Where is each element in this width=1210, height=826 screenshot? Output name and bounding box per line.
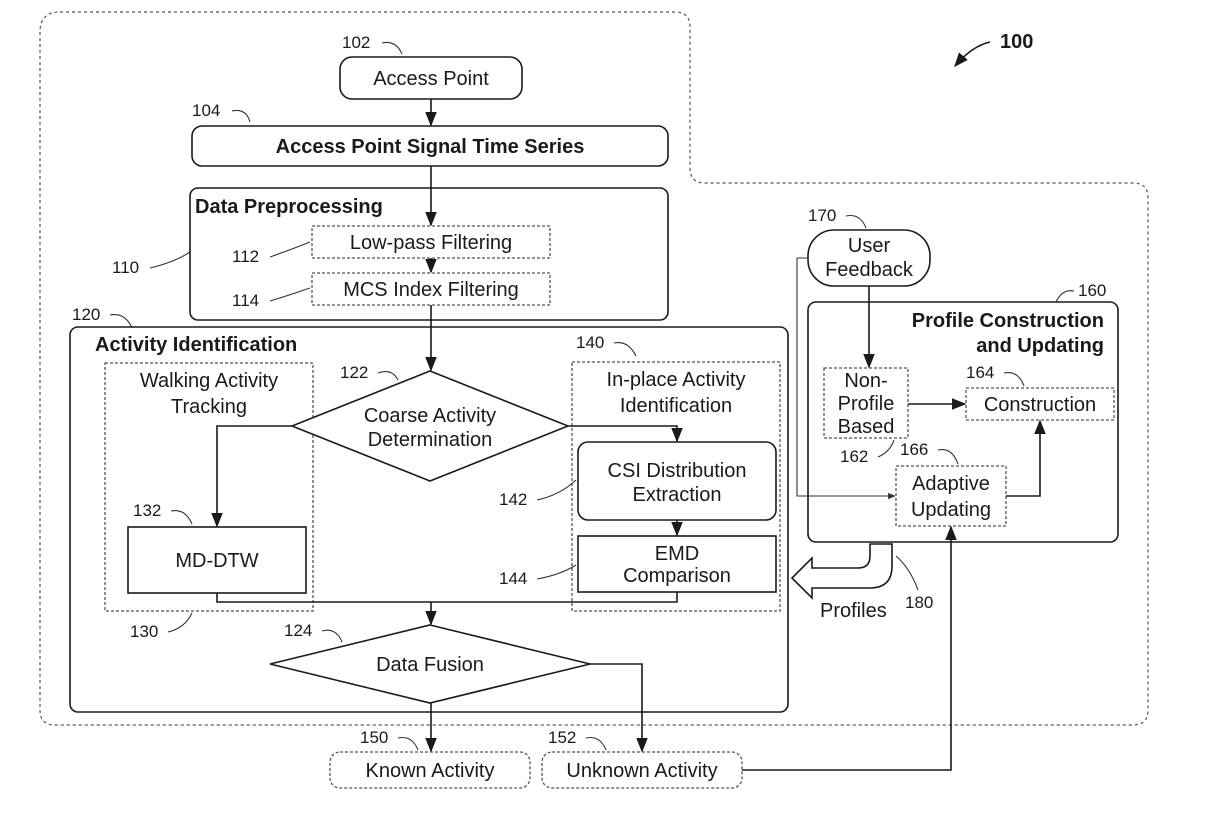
leader-110 [149, 251, 191, 269]
edge-unknown-adaptive [742, 525, 957, 771]
emd-node [577, 535, 777, 593]
mddtw-node [127, 526, 307, 594]
walking-line1: Walking Activity [140, 370, 278, 392]
lowpass-node [311, 225, 551, 259]
coarse-line1: Coarse Activity [364, 405, 496, 427]
nonprofile-line3: Based [838, 416, 895, 438]
leader-142 [536, 479, 577, 501]
coarse-decision [289, 370, 571, 482]
edge-mddtw-fusion [216, 593, 431, 603]
ref-170: 170 [808, 206, 836, 225]
ref-130: 130 [130, 622, 158, 641]
edge-adaptive-construction [1006, 419, 1046, 497]
walking-group [104, 362, 314, 612]
inplace-group [571, 361, 781, 612]
ref-114: 114 [232, 291, 259, 310]
leader-120 [109, 313, 133, 329]
ref-132: 132 [133, 501, 161, 520]
edge-emd-fusion [431, 592, 678, 603]
profile-line1: Profile Construction [912, 310, 1104, 332]
leader-144 [536, 564, 577, 580]
ref-144: 144 [499, 569, 527, 588]
access-point-label: Access Point [373, 68, 489, 90]
ref-102: 102 [342, 33, 370, 52]
profiles-arrow [790, 543, 893, 600]
known-label: Known Activity [366, 760, 495, 782]
leader-124 [321, 629, 343, 643]
feedback-line1: User [848, 235, 891, 257]
coarse-line2: Determination [368, 429, 493, 451]
edge-coarse-csi [568, 425, 683, 443]
csi-line2: Extraction [633, 484, 722, 506]
leader-152 [585, 736, 607, 751]
leader-150 [397, 736, 419, 751]
inplace-line2: Identification [620, 395, 732, 417]
leader-162 [877, 439, 895, 458]
construction-node [965, 387, 1115, 421]
ref-152: 152 [548, 728, 576, 747]
lowpass-label: Low-pass Filtering [350, 232, 512, 254]
leader-102 [381, 41, 403, 55]
walking-line2: Tracking [171, 396, 247, 418]
inplace-line1: In-place Activity [607, 369, 746, 391]
fusion-decision [269, 624, 591, 704]
ref-164: 164 [966, 363, 994, 382]
profile-line2: and Updating [976, 335, 1104, 357]
ref-150: 150 [360, 728, 388, 747]
ref-120: 120 [72, 305, 100, 324]
activity-id-title: Activity Identification [95, 334, 297, 356]
leader-104 [231, 109, 251, 123]
mddtw-label: MD-DTW [175, 550, 258, 572]
signal-series-label: Access Point Signal Time Series [276, 136, 585, 158]
adaptive-line2: Updating [911, 499, 991, 521]
leader-122 [377, 371, 399, 381]
nonprofile-line1: Non- [844, 370, 887, 392]
leader-166 [937, 449, 959, 465]
mcs-node [311, 272, 551, 306]
ref-104: 104 [192, 101, 220, 120]
construction-label: Construction [984, 394, 1096, 416]
ref-124: 124 [284, 621, 312, 640]
adaptive-line1: Adaptive [912, 473, 990, 495]
edge-coarse-mddtw [211, 425, 292, 528]
leader-180 [895, 555, 919, 591]
profiles-label: Profiles [820, 600, 887, 622]
ref-166: 166 [900, 440, 928, 459]
unknown-label: Unknown Activity [566, 760, 717, 782]
mcs-label: MCS Index Filtering [343, 279, 519, 301]
figure-ref-arrow [954, 41, 991, 68]
nonprofile-line2: Profile [838, 393, 895, 415]
leader-130 [167, 612, 193, 633]
figure-ref: 100 [1000, 31, 1033, 53]
ref-162: 162 [840, 447, 868, 466]
emd-line2: Comparison [623, 565, 731, 587]
emd-line1: EMD [655, 543, 699, 565]
leader-114 [269, 287, 311, 302]
leader-170 [845, 214, 867, 229]
leader-160 [1055, 290, 1075, 303]
csi-line1: CSI Distribution [608, 460, 747, 482]
leader-140 [613, 341, 637, 357]
leader-132 [170, 509, 193, 525]
ref-142: 142 [499, 490, 527, 509]
ref-160: 160 [1078, 281, 1106, 300]
ref-180: 180 [905, 593, 933, 612]
ref-122: 122 [340, 363, 368, 382]
edge-feedback-adaptive [796, 257, 896, 500]
ref-140: 140 [576, 333, 604, 352]
preprocessing-title: Data Preprocessing [195, 196, 383, 218]
leader-112 [269, 241, 311, 258]
activity-id-group [69, 326, 789, 713]
ref-110: 110 [112, 258, 139, 277]
edge-fusion-unknown [590, 663, 648, 753]
leader-164 [1003, 371, 1025, 387]
feedback-line2: Feedback [825, 259, 914, 281]
fusion-label: Data Fusion [376, 654, 484, 676]
ref-112: 112 [232, 247, 259, 266]
system-boundary [39, 11, 1149, 726]
